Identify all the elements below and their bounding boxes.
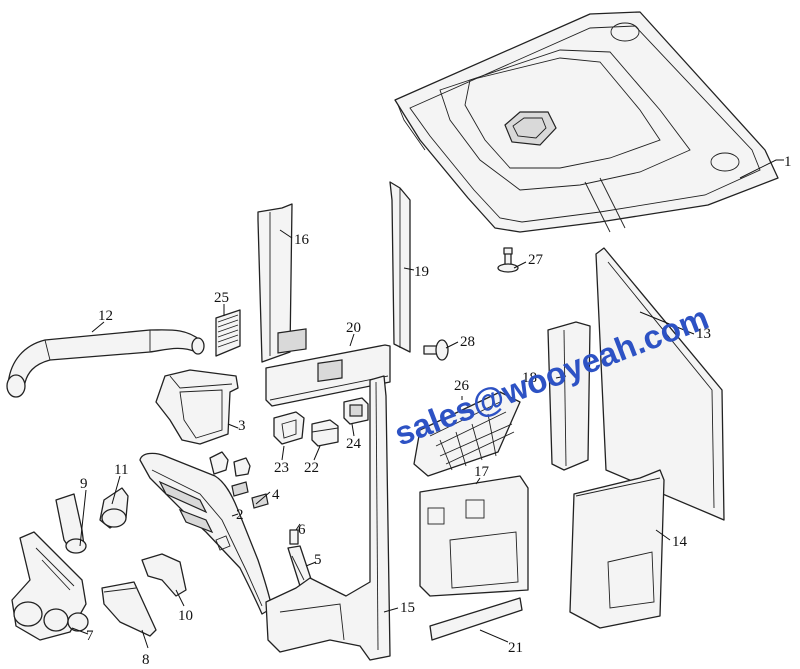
callout-21: 21 xyxy=(508,640,523,656)
part-13-side-panel xyxy=(595,247,725,521)
part-12-hose xyxy=(6,329,205,398)
callout-10: 10 xyxy=(178,608,193,624)
callout-22: 22 xyxy=(304,460,319,476)
callout-17: 17 xyxy=(474,464,490,480)
callout-23: 23 xyxy=(274,460,289,476)
part-27-clip xyxy=(497,247,519,273)
callout-3: 3 xyxy=(238,418,246,434)
callout-28: 28 xyxy=(460,334,475,350)
callout-2: 2 xyxy=(236,507,244,523)
part-14-panel xyxy=(569,469,665,629)
part-2-duct xyxy=(139,452,273,615)
part-11-elbow xyxy=(99,487,129,529)
part-16-pillar xyxy=(257,203,293,363)
part-10-duct xyxy=(141,553,187,597)
callout-5: 5 xyxy=(314,552,322,568)
part-23-clip xyxy=(273,411,305,445)
callout-25: 25 xyxy=(214,290,229,306)
part-8-duct xyxy=(101,581,157,637)
part-18-pillar xyxy=(547,321,591,471)
part-24-clip xyxy=(343,397,369,425)
callout-27: 27 xyxy=(528,252,544,268)
part-9-duct xyxy=(55,493,87,554)
callout-12: 12 xyxy=(98,308,113,324)
part-17-panel xyxy=(419,475,529,597)
part-20-panel xyxy=(265,328,391,407)
callout-6: 6 xyxy=(298,522,306,538)
roof-panel xyxy=(394,11,779,233)
callout-24: 24 xyxy=(346,436,362,452)
callout-14: 14 xyxy=(672,534,688,550)
leader-lines xyxy=(71,159,784,649)
callout-18: 18 xyxy=(522,370,537,386)
part-15-panel xyxy=(265,375,391,661)
callout-15: 15 xyxy=(400,600,415,616)
part-28-screw xyxy=(423,339,449,361)
part-25-grille xyxy=(215,309,241,357)
callout-1: 1 xyxy=(784,154,792,170)
part-6-small xyxy=(289,529,299,545)
part-21-strip xyxy=(429,597,523,641)
part-26-window xyxy=(413,391,521,477)
callout-19: 19 xyxy=(414,264,429,280)
callout-4: 4 xyxy=(272,487,280,503)
callout-numbers: 1 2 3 4 5 6 7 8 9 10 11 12 13 14 15 16 1… xyxy=(80,154,792,668)
callout-20: 20 xyxy=(346,320,361,336)
callout-9: 9 xyxy=(80,476,88,492)
callout-11: 11 xyxy=(114,462,128,478)
callout-7: 7 xyxy=(86,628,94,644)
part-19-strip xyxy=(389,181,411,353)
part-3-bracket xyxy=(155,369,239,445)
callout-26: 26 xyxy=(454,378,470,394)
part-22-clip xyxy=(311,419,339,447)
callout-8: 8 xyxy=(142,652,150,668)
part-7-heater xyxy=(11,531,89,641)
callout-16: 16 xyxy=(294,232,310,248)
callout-13: 13 xyxy=(696,326,711,342)
